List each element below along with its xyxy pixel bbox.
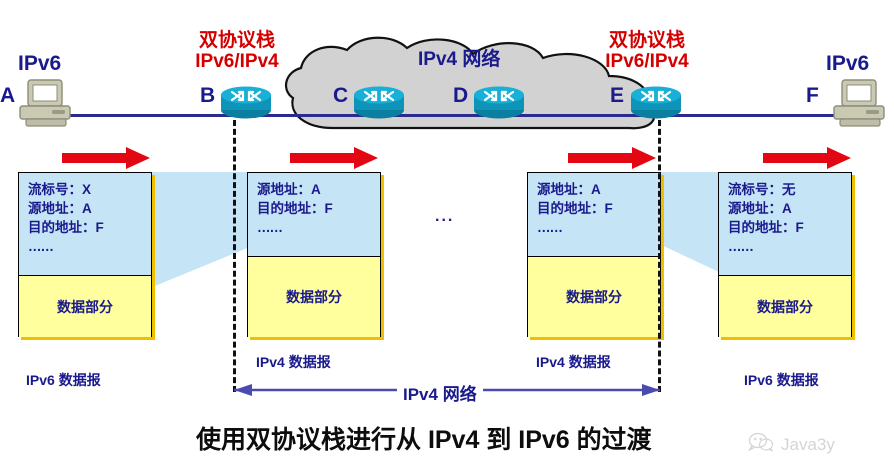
ipv4-span-label: IPv4 网络 [397,380,483,405]
packet-payload-1: 数据部分 [19,276,151,337]
packet-header-line: 目的地址：F [728,220,804,235]
packet-header-2: 源地址：A 目的地址：F …… [248,173,380,257]
packet-header-ellipsis: …… [537,220,563,235]
host-a-letter: A [0,84,16,107]
packet-header-line: 流标号：X [28,182,92,197]
packet-caption-4: IPv6 数据报 [744,372,819,388]
router-b-dual-stack-line1: 双协议栈 [198,30,275,51]
packet-header-line: 目的地址：F [28,220,104,235]
packet-header-line: 目的地址：F [537,201,613,216]
packet-header-1: 流标号：X 源地址：A 目的地址：F …… [19,173,151,276]
packet-caption-1: IPv6 数据报 [26,372,101,388]
packet-box-ipv4-right: 源地址：A 目的地址：F …… 数据部分 [527,172,661,337]
packet-payload-4: 数据部分 [719,276,851,337]
cloud-title: IPv4 网络 [418,49,501,70]
desktop-computer-icon [16,78,78,132]
flow-arrow-icon [290,147,378,169]
packet-payload-label: 数据部分 [757,298,813,315]
packet-header-ellipsis: …… [28,239,54,254]
router-b-letter: B [200,84,216,107]
packet-box-ipv6-source: 流标号：X 源地址：A 目的地址：F …… 数据部分 [18,172,152,337]
packet-header-line: 目的地址：F [257,201,333,216]
flow-arrow-icon [763,147,851,169]
router-b-dual-stack-line2: IPv6/IPv4 [195,51,279,72]
wechat-icon [747,432,774,457]
flow-arrow-icon [62,147,150,169]
watermark: Java3y [747,432,835,457]
packet-caption-3: IPv4 数据报 [536,354,611,370]
desktop-computer-icon [830,78,892,132]
packet-header-line: 流标号：无 [728,182,796,197]
watermark-text: Java3y [781,434,835,454]
boundary-line-b [233,120,236,392]
packet-header-line: 源地址：A [257,182,321,197]
encapsulation-wedge-left [150,172,262,288]
network-trunk-line [52,114,852,117]
packet-payload-label: 数据部分 [566,289,622,305]
packet-sequence-ellipsis: ... [435,208,455,225]
host-f-protocol-label: IPv6 [826,52,870,75]
router-e-letter: E [610,84,625,107]
diagram-title: 使用双协议栈进行从 IPv4 到 IPv6 的过渡 [196,426,652,454]
packet-payload-label: 数据部分 [286,289,342,305]
host-f-letter: F [806,84,819,107]
packet-header-ellipsis: …… [728,239,754,254]
packet-header-line: 源地址：A [728,201,792,216]
router-c-letter: C [333,84,349,107]
packet-header-line: 源地址：A [537,182,601,197]
router-icon [630,84,682,120]
packet-header-ellipsis: …… [257,220,283,235]
router-b-dual-stack-label: 双协议栈 IPv6/IPv4 [162,30,312,72]
flow-arrow-icon [568,147,656,169]
router-icon [220,84,272,120]
router-e-dual-stack-line1: 双协议栈 [608,30,685,51]
host-a-protocol-label: IPv6 [18,52,62,75]
router-d-letter: D [453,84,469,107]
packet-header-3: 源地址：A 目的地址：F …… [528,173,660,257]
router-e-dual-stack-label: 双协议栈 IPv6/IPv4 [572,30,722,72]
packet-payload-2: 数据部分 [248,257,380,337]
packet-header-4: 流标号：无 源地址：A 目的地址：F …… [719,173,851,276]
router-e-dual-stack-line2: IPv6/IPv4 [605,51,689,72]
packet-payload-label: 数据部分 [57,298,113,315]
packet-payload-3: 数据部分 [528,257,660,337]
packet-box-ipv4-left: 源地址：A 目的地址：F …… 数据部分 [247,172,381,337]
packet-box-ipv6-dest: 流标号：无 源地址：A 目的地址：F …… 数据部分 [718,172,852,337]
packet-header-line: 源地址：A [28,201,92,216]
packet-caption-2: IPv4 数据报 [256,354,331,370]
router-icon [473,84,525,120]
boundary-line-e [658,120,661,392]
router-icon [353,84,405,120]
